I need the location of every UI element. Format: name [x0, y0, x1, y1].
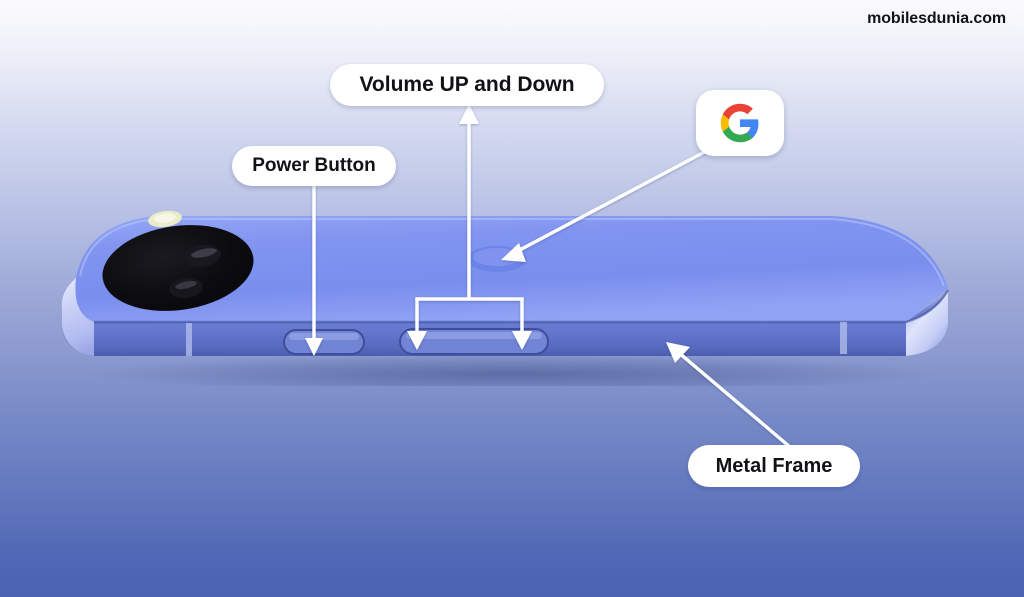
google-logo-badge[interactable]	[696, 90, 784, 156]
callout-label-power[interactable]: Power Button	[232, 146, 396, 186]
led-flash-core	[154, 213, 176, 223]
camera-island	[102, 225, 254, 311]
panel-bevel-highlight	[79, 218, 945, 287]
callout-label-metal-frame[interactable]: Metal Frame	[688, 445, 860, 487]
camera-lens-primary-glint	[191, 248, 217, 258]
google-g-icon	[720, 103, 759, 143]
volume-rocker-highlight	[406, 332, 542, 339]
site-watermark: mobilesdunia.com	[867, 10, 1006, 27]
phone-illustration	[26, 196, 974, 386]
antenna-band-right	[840, 322, 847, 354]
camera-lens-secondary-glint	[175, 280, 197, 290]
frame-corner-right	[906, 292, 948, 356]
power-button-highlight	[289, 333, 359, 340]
antenna-band-left	[186, 323, 192, 356]
panel-frame-seam	[94, 289, 950, 324]
callout-label-volume[interactable]: Volume UP and Down	[330, 64, 604, 106]
device-shadow	[82, 354, 942, 386]
fingerprint-sensor-inner	[473, 248, 521, 266]
